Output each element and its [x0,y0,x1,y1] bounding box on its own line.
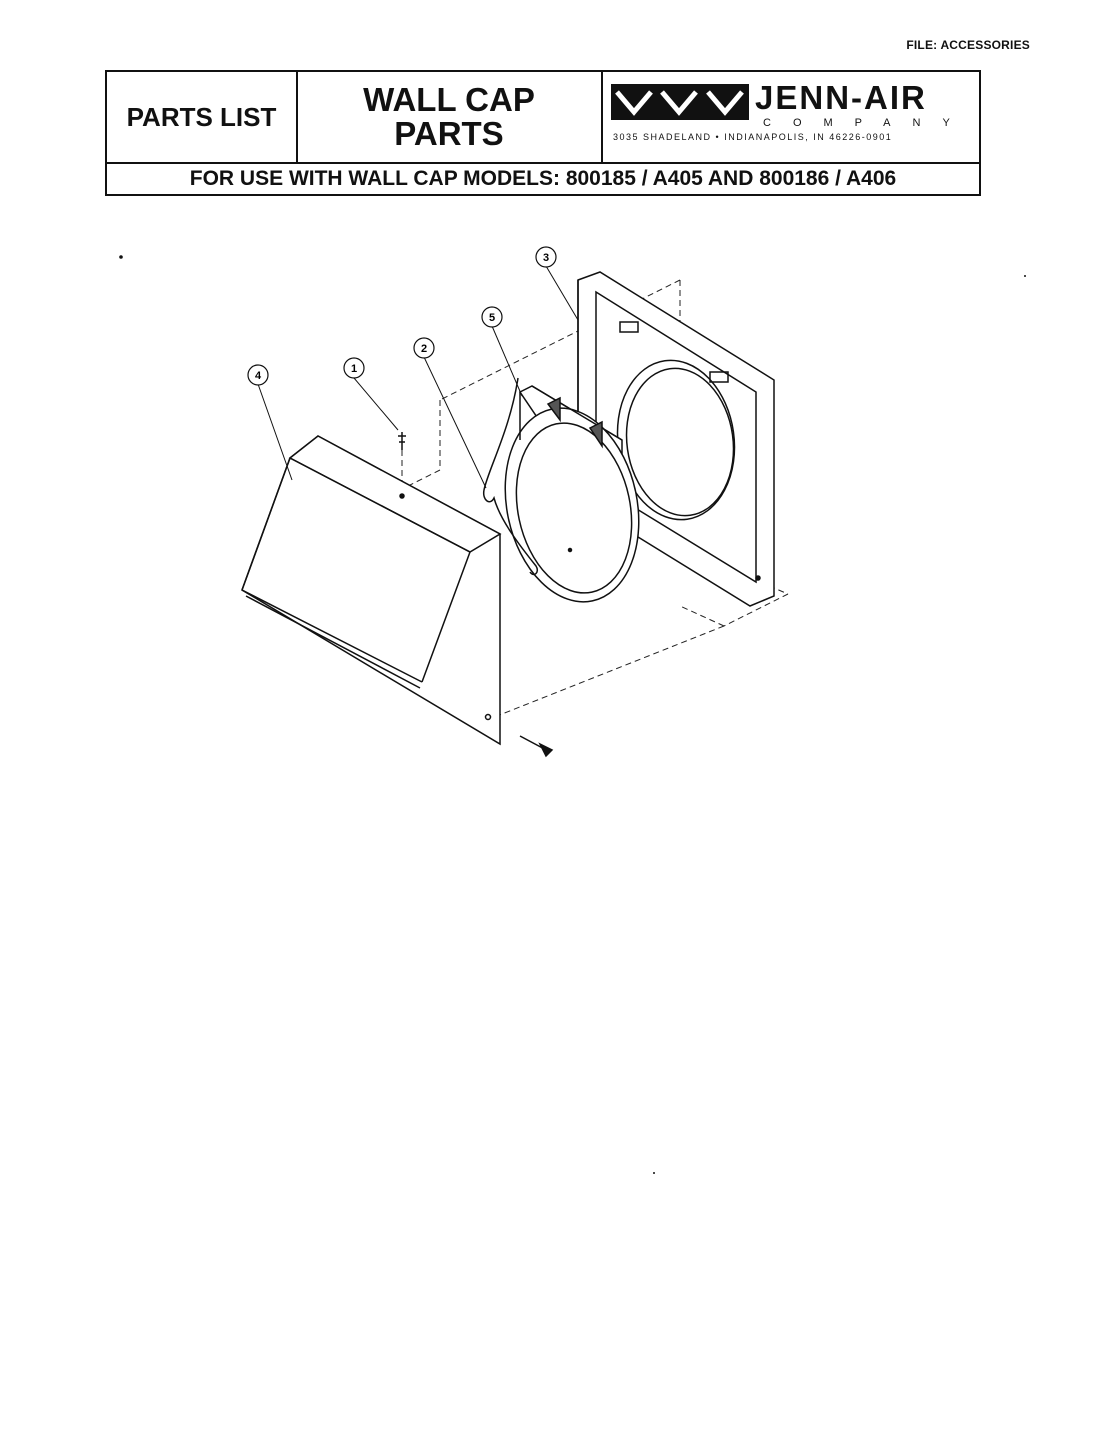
models-line: FOR USE WITH WALL CAP MODELS: 800185 / A… [189,166,897,190]
title-line-1: WALL CAP [363,81,535,118]
callout-3: 3 [535,246,557,268]
company-address: 3035 SHADELAND • INDIANAPOLIS, IN 46226-… [613,132,893,142]
title-line-2: PARTS [394,115,504,152]
callout-2: 2 [413,337,435,359]
brand-name: JENN-AIR [755,79,927,116]
header-box: PARTS LIST WALL CAP PARTS JENN-AIR COMPA… [105,70,981,196]
damper-collar [504,385,640,603]
jenn-air-logo-icon [611,84,749,120]
stray-mark [119,255,123,259]
screw-top-icon [398,432,406,450]
callout-leaders [257,265,579,489]
callout-5: 5 [481,306,503,328]
callout-2-label: 2 [421,343,427,355]
screw-bottom-icon [519,735,554,758]
page-title: WALL CAP PARTS [297,72,603,162]
stray-mark [653,1172,655,1174]
callout-1: 1 [343,357,365,379]
callout-5-label: 5 [489,312,495,324]
stray-mark [1024,275,1026,277]
parts-list-label: PARTS LIST [107,72,298,162]
header-top-row: PARTS LIST WALL CAP PARTS JENN-AIR COMPA… [107,72,979,164]
callout-3-label: 3 [543,252,549,264]
callout-1-label: 1 [351,363,357,375]
company-word: COMPANY [763,117,972,129]
callout-4: 4 [247,364,269,386]
logo-area: JENN-AIR COMPANY 3035 SHADELAND • INDIAN… [603,72,979,162]
logo-chevrons-icon [615,90,744,116]
damper-spring [482,377,539,576]
wall-cap-hood [241,435,502,746]
callout-4-label: 4 [255,370,262,382]
file-label: FILE: ACCESSORIES [906,38,1030,52]
